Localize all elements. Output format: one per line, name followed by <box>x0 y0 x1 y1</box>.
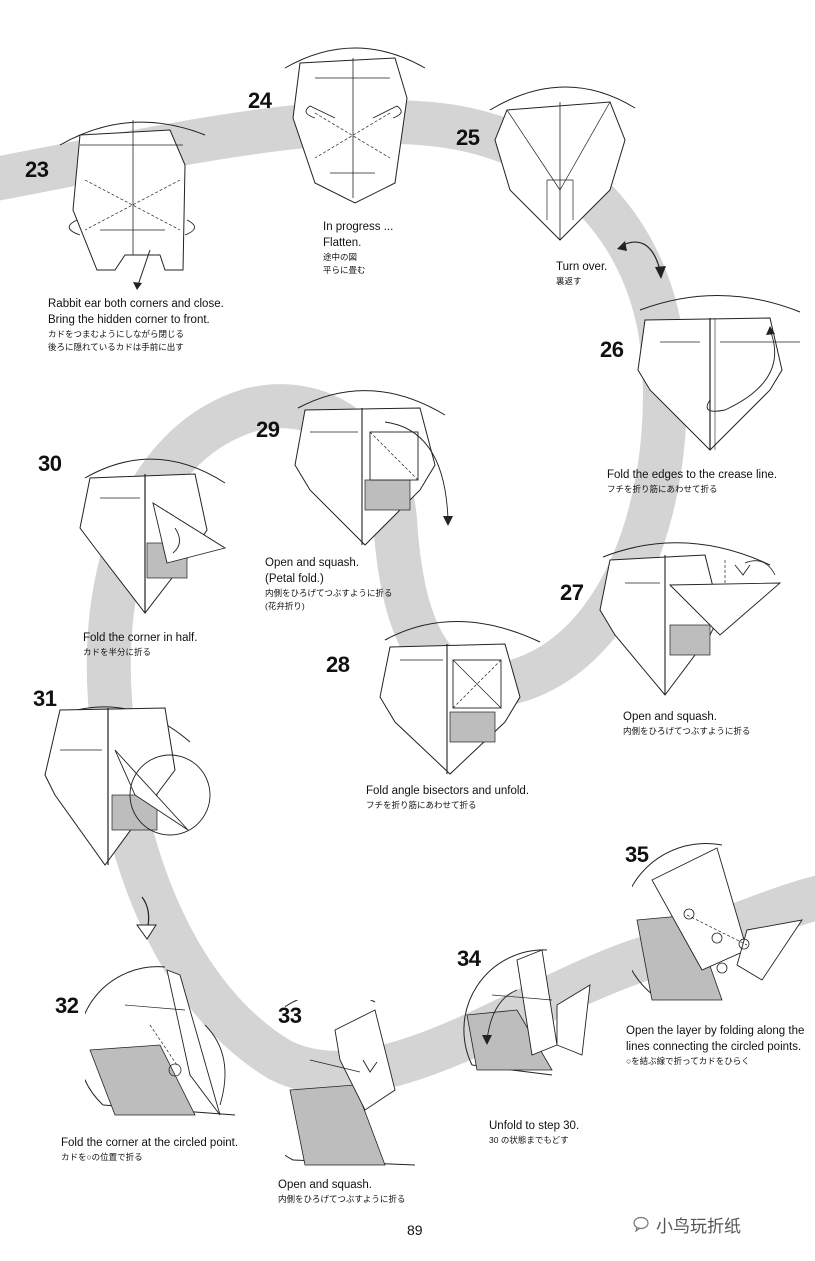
caption-ja-line: ○を結ぶ線で折ってカドをひらく <box>626 1056 750 1066</box>
caption-en-line: Open and squash. <box>265 557 359 569</box>
diagram-step-26 <box>637 295 801 451</box>
caption-ja-line: 内側をひろげてつぶすように折る <box>623 726 751 736</box>
diagram-step-30 <box>79 458 227 614</box>
caption-en-line: Bring the hidden corner to front. <box>48 314 210 326</box>
step-number-35: 35 <box>625 842 649 867</box>
zoom-arrow-icon <box>136 896 157 940</box>
diagram-step-31 <box>44 706 211 866</box>
caption-ja-line: カドを○の位置で折る <box>61 1152 143 1162</box>
caption-en-line: Fold the edges to the crease line. <box>607 469 778 481</box>
caption-ja-line: カドを半分に折る <box>83 647 152 657</box>
caption-en-line: Open and squash. <box>623 711 717 723</box>
step-number-25: 25 <box>456 125 480 150</box>
page-number: 89 <box>407 1222 423 1238</box>
step-number-30: 30 <box>38 451 62 476</box>
step-number-33: 33 <box>278 1003 302 1028</box>
diagram-step-24 <box>284 47 426 204</box>
step-number-34: 34 <box>457 946 481 971</box>
diagram-step-27 <box>599 542 782 696</box>
watermark-text: 小鸟玩折纸 <box>656 1217 741 1236</box>
caption-ja-line: 後ろに隠れているカドは手前に出す <box>48 342 184 352</box>
caption-en-line: Rabbit ear both corners and close. <box>48 298 224 310</box>
diagram-step-32 <box>85 966 236 1116</box>
diagram-step-33 <box>285 1000 416 1166</box>
caption-step-25: Turn over. 裏返す <box>556 259 607 288</box>
caption-en-line: Unfold to step 30. <box>489 1120 580 1132</box>
caption-step-26: Fold the edges to the crease line. フチを折り… <box>607 467 777 496</box>
caption-step-27: Open and squash. 内側をひろげてつぶすように折る <box>623 709 750 738</box>
caption-ja-line: (花弁折り) <box>265 601 305 611</box>
step-number-26: 26 <box>600 337 624 362</box>
caption-en-line: Open and squash. <box>278 1179 372 1191</box>
caption-step-23: Rabbit ear both corners and close. Bring… <box>48 296 224 354</box>
caption-ja-line: 30 の状態までもどす <box>489 1135 569 1145</box>
caption-step-35: Open the layer by folding along the line… <box>626 1023 804 1068</box>
caption-en-line: Fold the corner at the circled point. <box>61 1137 239 1149</box>
turn-over-arrow-icon <box>617 241 666 279</box>
caption-ja-line: フチを折り筋にあわせて折る <box>607 484 718 494</box>
caption-step-30: Fold the corner in half. カドを半分に折る <box>83 630 197 659</box>
caption-en-line: Turn over. <box>556 261 608 273</box>
caption-step-24: In progress ... Flatten. 途中の図 平らに畳む <box>323 219 393 277</box>
diagram-step-29 <box>294 390 453 546</box>
caption-en-line: lines connecting the circled points. <box>626 1041 802 1053</box>
diagram-step-34 <box>463 949 591 1076</box>
chat-bubble-icon <box>633 1216 649 1232</box>
diagram-step-28 <box>379 621 541 775</box>
step-number-23: 23 <box>25 157 49 182</box>
diagram-step-35 <box>632 842 803 1001</box>
diagram-step-25 <box>489 86 636 241</box>
caption-en-line: Flatten. <box>323 237 362 249</box>
caption-en-line: (Petal fold.) <box>265 573 324 585</box>
caption-ja-line: 裏返す <box>556 276 582 286</box>
step-number-32: 32 <box>55 993 79 1018</box>
caption-ja-line: 途中の図 <box>323 252 358 262</box>
caption-ja-line: フチを折り筋にあわせて折る <box>366 800 477 810</box>
caption-ja-line: 内側をひろげてつぶすように折る <box>265 588 393 598</box>
step-number-24: 24 <box>248 88 272 113</box>
caption-step-28: Fold angle bisectors and unfold. フチを折り筋に… <box>366 783 529 812</box>
caption-step-33: Open and squash. 内側をひろげてつぶすように折る <box>278 1177 405 1206</box>
caption-ja-line: 平らに畳む <box>323 265 366 275</box>
caption-step-32: Fold the corner at the circled point. カド… <box>61 1135 238 1164</box>
caption-en-line: Fold angle bisectors and unfold. <box>366 785 530 797</box>
caption-ja-line: 内側をひろげてつぶすように折る <box>278 1194 406 1204</box>
caption-ja-line: カドをつまむようにしながら閉じる <box>48 329 185 339</box>
step-number-28: 28 <box>326 652 350 677</box>
caption-step-29: Open and squash. (Petal fold.) 内側をひろげてつぶ… <box>265 555 392 613</box>
step-number-31: 31 <box>33 686 57 711</box>
caption-step-34: Unfold to step 30. 30 の状態までもどす <box>489 1118 579 1147</box>
diagram-step-23 <box>59 120 206 290</box>
caption-en-line: Fold the corner in half. <box>83 632 198 644</box>
step-number-29: 29 <box>256 417 280 442</box>
caption-en-line: In progress ... <box>323 221 394 233</box>
caption-en-line: Open the layer by folding along the <box>626 1025 805 1037</box>
step-number-27: 27 <box>560 580 584 605</box>
